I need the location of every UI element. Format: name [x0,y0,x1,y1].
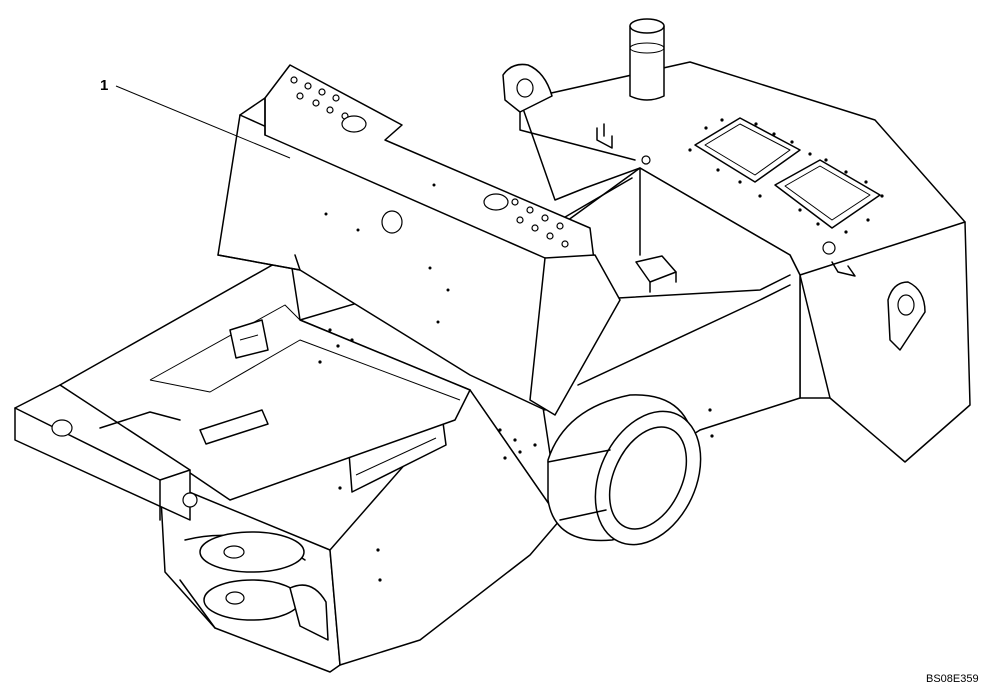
front-lower-structure [159,389,561,673]
callout-1-leader-line [115,85,291,159]
callout-1-label: 1 [100,77,108,94]
swing-bearing-ring [547,394,702,546]
boom-mount-part-1 [217,64,621,416]
figure-code: BS08E359 [926,673,979,685]
side-panel-holes [318,328,714,582]
counterweight-body [502,18,971,463]
exhaust-pipe [629,18,665,101]
lifting-eye-side [887,281,926,351]
callout-1: 1 [100,77,291,159]
access-panel-1 [694,117,801,183]
bolt-holes-panel [688,118,884,234]
bolt-holes-top-plate [290,76,569,248]
front-frame [14,254,471,521]
